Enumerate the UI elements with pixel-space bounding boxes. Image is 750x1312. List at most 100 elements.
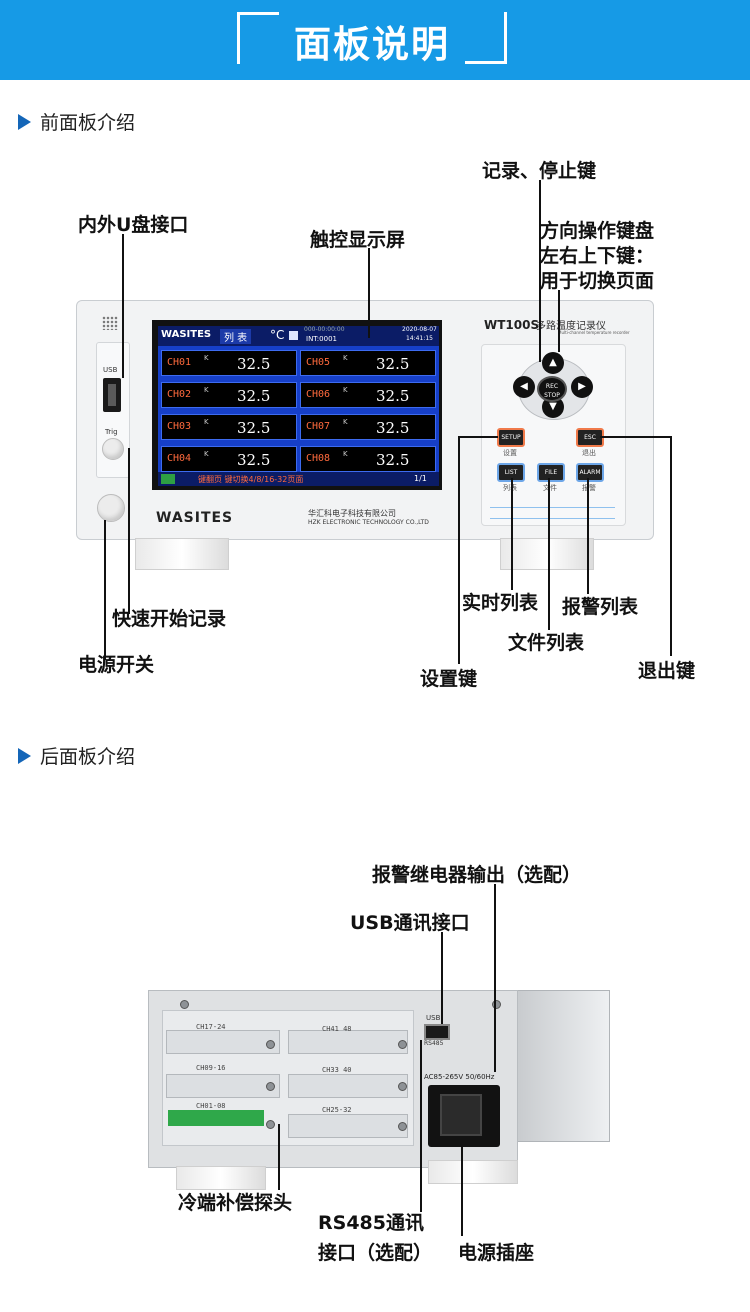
slot-label: CH01-08 [196, 1102, 226, 1110]
channel-name: CH05 [306, 357, 331, 368]
slot-label: CH09-16 [196, 1064, 226, 1072]
alarm-button[interactable]: ALARM [576, 463, 604, 482]
slot-label: CH25-32 [322, 1106, 352, 1114]
usb-port-label: USB [103, 366, 118, 374]
leader-line [600, 436, 672, 438]
device-foot [500, 538, 594, 570]
label-power-socket: 电源插座 [458, 1242, 535, 1264]
leader-line [548, 478, 550, 630]
power-rating: AC85-265V 50/60Hz [424, 1073, 495, 1081]
leader-line [278, 1124, 280, 1190]
channel-cell: CH05 K 32.5 [300, 350, 436, 376]
channel-value: 32.5 [237, 419, 271, 437]
arrow-up-icon[interactable]: ▲ [542, 352, 564, 374]
screw-icon [492, 1000, 501, 1009]
setup-caption: 设置 [503, 449, 517, 457]
slot-label: CH17-24 [196, 1023, 226, 1031]
label-power-switch: 电源开关 [78, 654, 155, 676]
label-usb-port: 内外U盘接口 [78, 214, 189, 236]
channel-slot [288, 1030, 408, 1054]
label-file-list: 文件列表 [508, 632, 585, 654]
label-touch-screen: 触控显示屏 [310, 229, 406, 251]
channel-type: K [343, 354, 348, 362]
slot-label: CH41 48 [322, 1025, 352, 1033]
screen-brand: WASITES [161, 329, 212, 340]
screen-elapsed: 000-00:00:00 [304, 326, 345, 333]
screw-icon [266, 1040, 275, 1049]
leader-line [128, 448, 130, 614]
leader-line [122, 234, 124, 378]
label-alarm-list: 报警列表 [562, 596, 639, 618]
channel-name: CH02 [167, 389, 192, 400]
leader-line [461, 1144, 463, 1236]
device-foot [428, 1160, 518, 1184]
speaker-grill-icon [102, 316, 118, 330]
terminal-block [168, 1110, 264, 1126]
leader-line [539, 180, 541, 362]
esc-caption: 退出 [582, 449, 596, 457]
front-section-header: 前面板介绍 [18, 108, 135, 135]
banner-frame: 面板说明 [237, 12, 507, 66]
screw-icon [180, 1000, 189, 1009]
screen-interval: INT:0001 [306, 335, 337, 343]
power-socket-inlet [440, 1094, 482, 1136]
channel-name: CH07 [306, 421, 331, 432]
channel-name: CH06 [306, 389, 331, 400]
label-rs485-1: RS485通讯 [318, 1212, 424, 1234]
device-brand: WASITES [156, 510, 234, 526]
model-name-en: Multi-channel temperature recorder [558, 330, 630, 335]
company-cn: 华汇科电子科技有限公司 [308, 509, 396, 518]
label-direction-2: 左右上下键： [540, 245, 655, 267]
screen-status-icon [161, 474, 175, 484]
screw-icon [398, 1122, 407, 1131]
arrow-left-icon[interactable]: ◀ [513, 376, 535, 398]
leader-line [458, 436, 498, 438]
trig-button[interactable] [102, 438, 124, 460]
list-caption: 列表 [503, 484, 517, 492]
setup-button[interactable]: SETUP [497, 428, 525, 447]
screen-page: 1/1 [414, 474, 427, 483]
model-name: WT100S [484, 318, 540, 332]
leader-line [558, 290, 560, 352]
label-usb-comm: USB通讯接口 [350, 912, 470, 934]
touch-screen[interactable]: WASITES 列 表 °C 000-00:00:00 INT:0001 202… [158, 326, 439, 486]
screen-status-bar: 键翻页 键切换4/8/16-32页面 1/1 [158, 472, 439, 486]
usb-port[interactable] [103, 378, 121, 412]
channel-value: 32.5 [237, 355, 271, 373]
channel-type: K [343, 418, 348, 426]
channel-type: K [343, 386, 348, 394]
rear-usb-port[interactable] [424, 1024, 450, 1040]
label-rs485-2: 接口（选配） [318, 1242, 433, 1264]
channel-value: 32.5 [376, 355, 410, 373]
channel-value: 32.5 [376, 451, 410, 469]
screen-status-text: 键翻页 键切换4/8/16-32页面 [198, 475, 304, 484]
arrow-right-icon[interactable]: ▶ [571, 376, 593, 398]
rear-section-title: 后面板介绍 [40, 746, 136, 768]
channel-name: CH01 [167, 357, 192, 368]
label-quick-start: 快速开始记录 [112, 608, 227, 630]
company-en: HZK ELECTRONIC TECHNOLOGY CO.,LTD [308, 519, 429, 526]
leader-line [511, 478, 513, 590]
channel-name: CH04 [167, 453, 192, 464]
rear-usb-label: USB [426, 1014, 441, 1022]
slot-label: CH33 40 [322, 1066, 352, 1074]
power-switch-button[interactable] [97, 494, 125, 522]
screen-mode: 列 表 [220, 329, 252, 344]
channel-slot [166, 1074, 280, 1098]
rear-section-header: 后面板介绍 [18, 742, 135, 769]
label-realtime-list: 实时列表 [462, 592, 539, 614]
leader-line [441, 932, 443, 1024]
file-button[interactable]: FILE [537, 463, 565, 482]
label-record-stop: 记录、停止键 [482, 160, 597, 182]
device-foot [135, 538, 229, 570]
leader-line [458, 436, 460, 664]
screen-header: WASITES 列 表 °C 000-00:00:00 INT:0001 202… [158, 326, 439, 346]
leader-line [670, 436, 672, 656]
decorative-stripes [490, 507, 615, 519]
